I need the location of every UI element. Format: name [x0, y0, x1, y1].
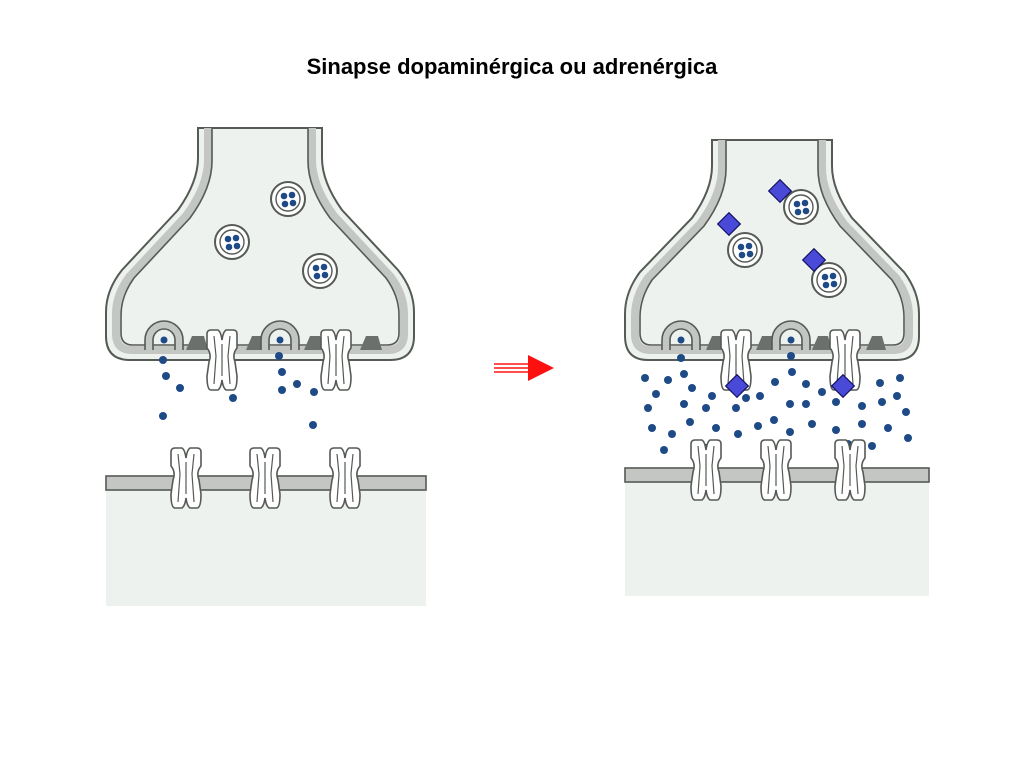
panel-after	[624, 139, 930, 596]
synaptic-vesicle	[214, 224, 250, 260]
neurotransmitter-dot	[160, 336, 168, 344]
active-zone-triangle	[304, 336, 324, 350]
postsynaptic-receptor	[690, 439, 722, 501]
diagram-title: Sinapse dopaminérgica ou adrenérgica	[306, 54, 718, 79]
neurotransmitter-cloud	[159, 352, 318, 429]
drug-diamond-icon	[801, 247, 827, 273]
presynaptic-terminal	[105, 127, 415, 361]
drug-diamond-icon	[724, 373, 750, 399]
active-zone-triangle	[360, 336, 382, 350]
active-zone-triangle	[866, 336, 886, 350]
drug-diamond-icon	[767, 178, 793, 204]
synaptic-vesicle	[270, 181, 306, 217]
synaptic-vesicle	[302, 253, 338, 289]
presynaptic-transporter	[206, 329, 238, 391]
double-line-right-arrow-icon	[494, 355, 554, 381]
drug-diamond-icon	[716, 211, 742, 237]
neurotransmitter-dot	[276, 336, 284, 344]
neurotransmitter-dot	[787, 336, 795, 344]
presynaptic-transporter	[320, 329, 352, 391]
postsynaptic-receptor	[170, 447, 202, 509]
drug-molecules	[716, 178, 856, 399]
postsynaptic-receptor	[249, 447, 281, 509]
panel-before	[105, 127, 427, 606]
neurotransmitter-cloud	[641, 352, 912, 454]
neurotransmitter-dot	[677, 336, 685, 344]
postsynaptic-receptor	[834, 439, 866, 501]
presynaptic-terminal	[624, 139, 920, 361]
active-zone-triangle	[812, 336, 832, 350]
active-zone-triangle	[756, 336, 776, 350]
postsynaptic-receptor	[760, 439, 792, 501]
drug-diamond-icon	[830, 373, 856, 399]
active-zone-triangle	[186, 336, 208, 350]
synaptic-vesicle	[783, 189, 819, 225]
synaptic-vesicle	[727, 232, 763, 268]
postsynaptic-receptor	[329, 447, 361, 509]
